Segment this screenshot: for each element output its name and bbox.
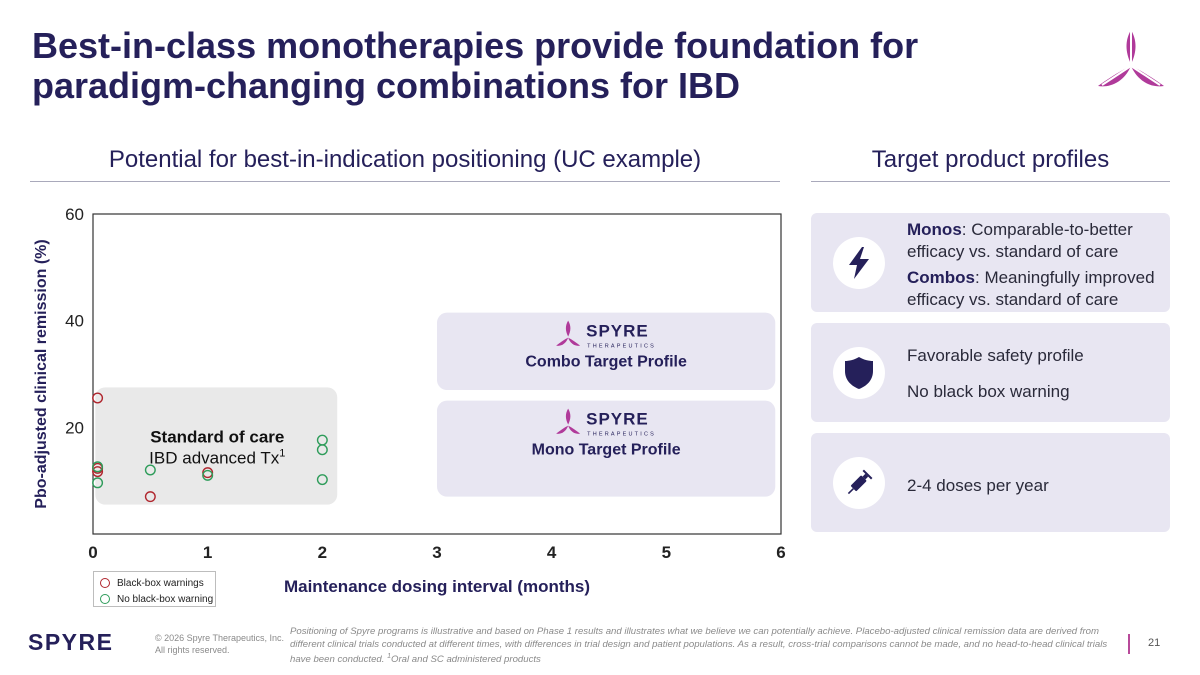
syringe-icon	[833, 457, 885, 509]
page-number: 21	[1148, 637, 1161, 649]
y-tick-label: 40	[65, 312, 84, 331]
profiles-heading: Target product profiles	[871, 146, 1110, 173]
profiles-heading-rule	[811, 181, 1170, 182]
region-combo-target: SPYRE THERAPEUTICS Combo Target Profile	[437, 312, 776, 390]
region-title: Standard of care	[150, 427, 284, 446]
region-subtitle: IBD advanced Tx1	[149, 447, 285, 467]
point-black-box	[144, 491, 156, 503]
page-divider	[1128, 634, 1130, 654]
region-label: Mono Target Profile	[532, 442, 681, 459]
region-mono-target: SPYRE THERAPEUTICS Mono Target Profile	[437, 400, 776, 497]
brand-text: SPYRE	[586, 410, 649, 429]
region-box	[437, 312, 776, 390]
chart-heading: Potential for best-in-indication positio…	[108, 146, 702, 173]
chart-legend: Black-box warnings No black-box warning	[93, 571, 216, 607]
x-tick-label: 5	[662, 543, 671, 562]
profile-safety-no-bbw: No black box warning	[907, 382, 1070, 401]
point-black-box	[92, 466, 104, 478]
lightning-icon	[833, 237, 885, 289]
point-no-black-box	[92, 461, 104, 473]
spyre-logo-mark	[1098, 30, 1164, 87]
green-circle-icon	[100, 594, 110, 604]
y-axis-label: Pbo-adjusted clinical remission (%)	[33, 239, 50, 508]
brand-subtext: THERAPEUTICS	[587, 344, 656, 350]
y-tick-label: 60	[65, 205, 84, 224]
legend-item-no-black-box: No black-box warning	[100, 591, 215, 607]
x-tick-label: 2	[318, 543, 327, 562]
region-box	[437, 400, 776, 497]
point-no-black-box	[202, 469, 214, 481]
copyright: © 2026 Spyre Therapeutics, Inc. All righ…	[155, 633, 285, 655]
profile-safety-favorable: Favorable safety profile	[907, 346, 1084, 365]
spyre-brand-mark: SPYRE THERAPEUTICS	[556, 320, 656, 350]
point-no-black-box	[316, 444, 328, 456]
spyre-brand-mark: SPYRE THERAPEUTICS	[556, 408, 656, 438]
profile-card-safety: Favorable safety profile No black box wa…	[811, 323, 1170, 422]
slide-title: Best-in-class monotherapies provide foun…	[32, 25, 919, 106]
spyre-footer-logo: SPYRE	[28, 630, 113, 654]
x-tick-label: 4	[547, 543, 557, 562]
profile-card-dosing: 2-4 doses per year	[811, 433, 1170, 532]
point-black-box	[92, 392, 104, 404]
x-tick-label: 1	[203, 543, 212, 562]
x-axis-label: Maintenance dosing interval (months)	[284, 577, 590, 596]
profile-efficacy-monos: Monos: Comparable-to-better efficacy vs.…	[907, 220, 1133, 261]
point-no-black-box	[144, 464, 156, 476]
point-no-black-box	[92, 477, 104, 489]
region-box	[95, 387, 338, 505]
shield-icon	[833, 347, 885, 399]
disclaimer: Positioning of Spyre programs is illustr…	[290, 626, 1108, 666]
x-tick-label: 0	[88, 543, 97, 562]
point-no-black-box	[316, 474, 328, 486]
x-tick-label: 6	[776, 543, 785, 562]
profile-dosing: 2-4 doses per year	[907, 476, 1049, 495]
region-label: Combo Target Profile	[525, 354, 687, 371]
svg-text:SPYRE: SPYRE	[28, 630, 113, 654]
legend-item-black-box: Black-box warnings	[100, 575, 215, 591]
chart-heading-rule	[30, 181, 780, 182]
y-tick-label: 20	[65, 418, 84, 437]
profile-efficacy-combos: Combos: Meaningfully improved efficacy v…	[907, 268, 1155, 309]
x-tick-label: 3	[432, 543, 441, 562]
brand-subtext: THERAPEUTICS	[587, 432, 656, 438]
profile-card-efficacy: Monos: Comparable-to-better efficacy vs.…	[811, 213, 1170, 312]
brand-text: SPYRE	[586, 322, 649, 341]
red-circle-icon	[100, 578, 110, 588]
